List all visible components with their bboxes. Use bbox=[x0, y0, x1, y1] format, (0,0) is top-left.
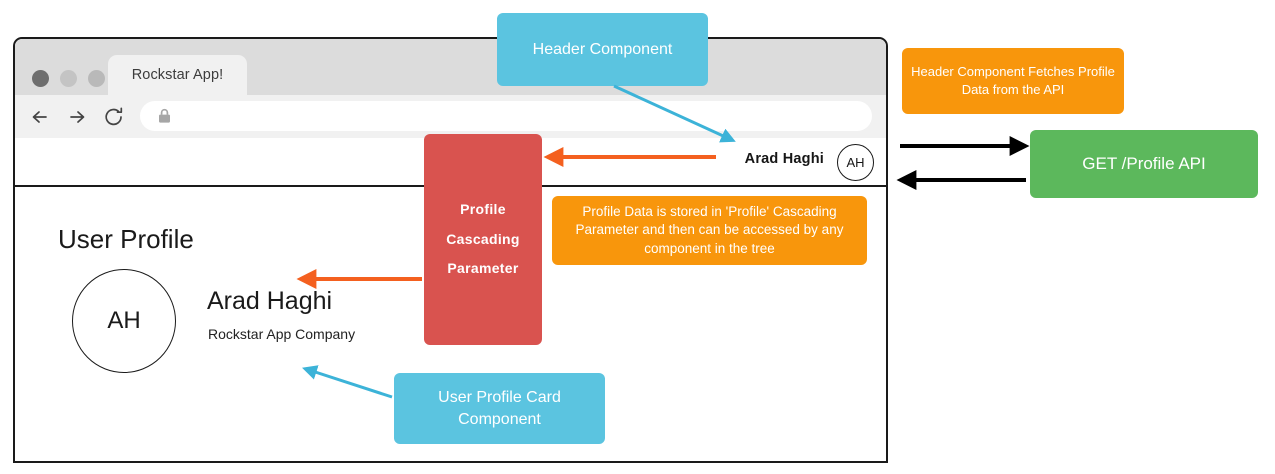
header-avatar[interactable]: AH bbox=[837, 144, 874, 181]
address-bar[interactable] bbox=[140, 101, 872, 131]
annotation-fetch-note: Header Component Fetches Profile Data fr… bbox=[902, 48, 1124, 114]
annotation-user-profile-card: User Profile Card Component bbox=[394, 373, 605, 444]
user-profile-card-line2: Component bbox=[458, 410, 541, 428]
arrow-left-icon[interactable] bbox=[28, 104, 54, 130]
profile-company: Rockstar App Company bbox=[208, 326, 356, 342]
profile-name: Arad Haghi bbox=[207, 287, 333, 315]
annotation-header-component: Header Component bbox=[497, 13, 708, 86]
window-close-button[interactable] bbox=[32, 70, 49, 87]
profile-avatar: AH bbox=[72, 269, 176, 373]
annotation-profile-data-note: Profile Data is stored in 'Profile' Casc… bbox=[552, 196, 867, 265]
lock-icon bbox=[157, 108, 172, 124]
reload-icon[interactable] bbox=[101, 104, 127, 130]
browser-tabstrip: Rockstar App! bbox=[15, 39, 886, 95]
window-maximize-button[interactable] bbox=[88, 70, 105, 87]
cascading-label-cascading: Cascading bbox=[446, 230, 520, 247]
arrow-right-icon[interactable] bbox=[64, 104, 90, 130]
window-minimize-button[interactable] bbox=[60, 70, 77, 87]
page-title: User Profile bbox=[58, 224, 194, 254]
browser-tab-title: Rockstar App! bbox=[131, 67, 224, 83]
user-profile-card-line1: User Profile Card bbox=[438, 388, 561, 406]
annotation-cascading-parameter: Profile Cascading Parameter bbox=[424, 134, 542, 345]
cascading-label-parameter: Parameter bbox=[447, 260, 519, 277]
annotation-get-profile-api: GET /Profile API bbox=[1030, 130, 1258, 198]
header-user-name: Arad Haghi bbox=[744, 151, 824, 167]
cascading-label-profile: Profile bbox=[460, 201, 506, 218]
browser-tab[interactable]: Rockstar App! bbox=[108, 55, 247, 95]
